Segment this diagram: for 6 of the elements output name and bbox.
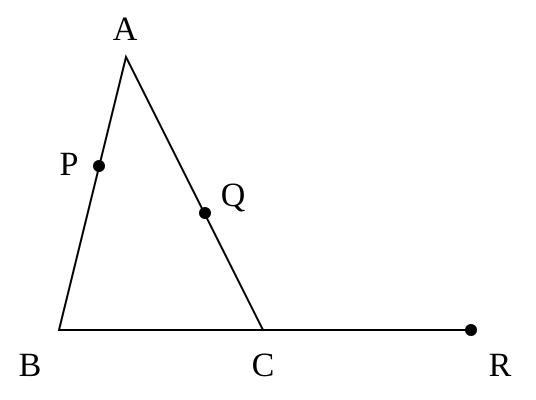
point-label: C: [252, 349, 274, 383]
point-label: A: [112, 13, 138, 47]
point-label: P: [60, 148, 78, 182]
point-label: Q: [220, 179, 246, 213]
point-label: R: [488, 349, 512, 383]
point-label: B: [18, 349, 42, 383]
